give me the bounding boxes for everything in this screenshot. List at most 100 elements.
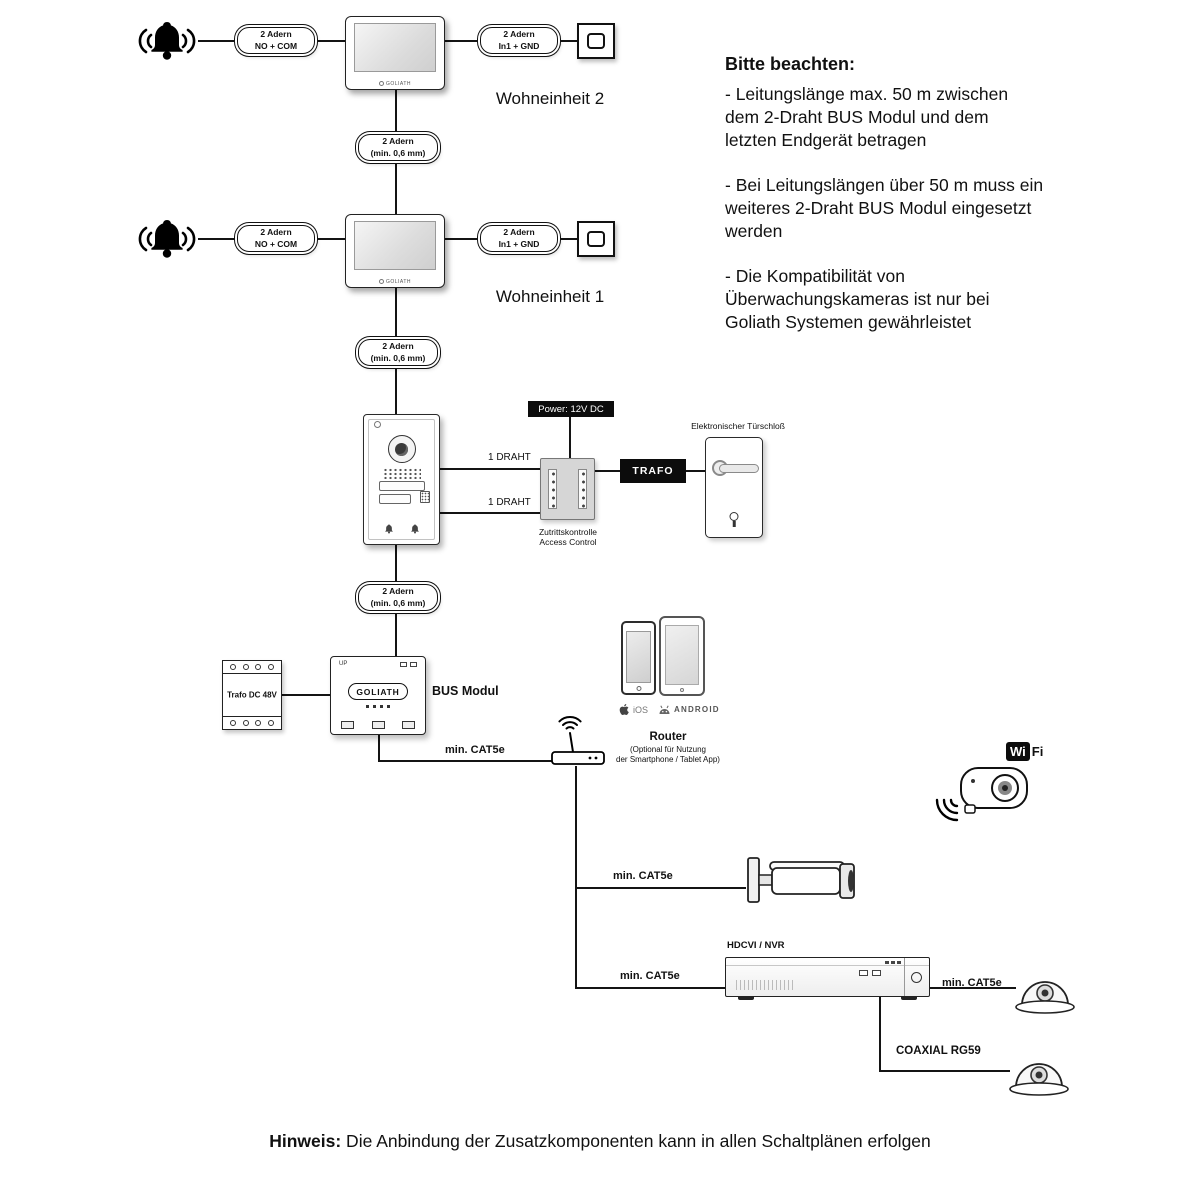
bell-icon	[384, 524, 393, 534]
bus-module: UP GOLIATH	[330, 656, 426, 735]
dip-switch-icon	[380, 705, 383, 708]
wire-label-no-com: 2 Adern NO + COM	[237, 27, 315, 54]
port-icon	[400, 661, 407, 667]
wire-label-cat5e: min. CAT5e	[942, 977, 1002, 989]
wire-segment	[395, 288, 397, 339]
access-control-module	[540, 458, 595, 520]
wire-segment	[378, 760, 552, 762]
connector-strip	[548, 469, 557, 509]
footer-note-text: Die Anbindung der Zusatzkomponenten kann…	[341, 1131, 931, 1151]
terminal-row	[223, 716, 281, 729]
wifi-camera-icon	[960, 767, 1028, 814]
door-station-frame	[368, 419, 435, 540]
notes-block: Bitte beachten: - Leitungslänge max. 50 …	[725, 54, 1125, 356]
doorbell-button-inner	[586, 32, 606, 50]
screw-terminal-icon	[268, 664, 275, 670]
doorbell-button-inner	[586, 230, 606, 248]
bell-icon	[138, 22, 196, 60]
nvr-vent-icon	[885, 961, 901, 964]
monitor-brand-text: GOLIATH	[385, 81, 412, 87]
footer-note: Hinweis: Die Anbindung der Zusatzkompone…	[0, 1131, 1200, 1152]
nvr-label: HDCVI / NVR	[727, 940, 785, 951]
bell-icon	[410, 524, 419, 534]
door-station-camera-icon	[387, 435, 416, 463]
dome-camera-icon	[1009, 1063, 1069, 1096]
wire-label-min06: 2 Adern (min. 0,6 mm)	[358, 584, 438, 611]
wire-label-1draht: 1 DRAHT	[488, 497, 531, 508]
wire-segment	[198, 238, 237, 240]
port-icon	[402, 721, 415, 729]
goliath-logo-icon	[378, 81, 384, 87]
goliath-logo-icon	[378, 279, 384, 285]
tablet-screen	[665, 625, 699, 685]
wire-segment	[439, 468, 540, 470]
wire-segment	[315, 238, 345, 240]
wifi-badge-fi: Fi	[1031, 744, 1044, 759]
wire-label-min06: 2 Adern (min. 0,6 mm)	[358, 339, 438, 366]
access-control-label: Zutrittskontrolle Access Control	[538, 527, 598, 548]
wire-segment	[395, 545, 397, 584]
wire-segment	[378, 735, 380, 761]
nvr-detail	[904, 958, 905, 996]
smartphone-icon	[621, 621, 656, 695]
psu-label: Trafo DC 48V	[227, 690, 277, 700]
wire-segment	[445, 40, 480, 42]
port-icon	[371, 721, 385, 729]
trafo-box: TRAFO	[620, 459, 686, 483]
wire-segment	[575, 887, 746, 889]
android-icon	[659, 705, 670, 714]
apple-icon	[619, 704, 629, 715]
phone-screen	[626, 631, 651, 683]
wire-segment	[930, 987, 1016, 989]
note-paragraph: - Die Kompatibilität von Überwachungskam…	[725, 266, 990, 332]
goliath-logo-icon	[374, 421, 381, 428]
dip-switch-icon	[387, 705, 390, 708]
bus-module-top: UP	[339, 661, 417, 667]
tablet-icon	[659, 616, 705, 696]
wire-segment	[558, 238, 577, 240]
screw-terminal-icon	[242, 720, 249, 726]
keyhole-slot	[732, 521, 736, 527]
monitor-screen	[354, 23, 436, 72]
indoor-monitor-unit1: GOLIATH	[345, 214, 445, 288]
door-lock-icon	[705, 437, 763, 538]
note-paragraph: - Bei Leitungslängen über 50 m muss ein …	[725, 175, 1044, 241]
wire-segment	[575, 987, 725, 989]
router-sublabel: (Optional für Nutzung der Smartphone / T…	[616, 745, 720, 764]
bus-bottom-ports	[341, 721, 415, 729]
wire-segment	[558, 40, 577, 42]
dip-switch-icon	[366, 705, 369, 708]
nvr-device	[725, 957, 930, 1000]
screw-terminal-icon	[268, 720, 275, 726]
wire-segment	[686, 470, 705, 472]
indoor-monitor-unit2: GOLIATH	[345, 16, 445, 90]
wire-segment	[879, 1070, 1010, 1072]
bullet-camera-icon	[747, 857, 855, 903]
android-label: ANDROID	[674, 705, 720, 714]
connector-strip	[578, 469, 587, 509]
nvr-vent-icon	[736, 980, 796, 990]
usb-ports-icon	[859, 970, 881, 976]
monitor-brand-text: GOLIATH	[385, 279, 412, 285]
router-icon	[551, 716, 605, 765]
camera-lens	[395, 442, 408, 456]
wire-segment	[879, 997, 881, 1071]
footer-note-bold: Hinweis:	[269, 1131, 342, 1151]
name-plate-button	[378, 481, 425, 491]
keypad-icon	[420, 491, 430, 503]
screw-terminal-icon	[229, 720, 236, 726]
wire-segment	[198, 40, 237, 42]
wire-segment	[445, 238, 480, 240]
wire-segment	[395, 366, 397, 414]
unit2-label: Wohneinheit 2	[495, 89, 605, 108]
power-label: Power: 12V DC	[528, 401, 614, 417]
wire-segment	[395, 161, 397, 214]
lock-lever	[719, 463, 759, 473]
speaker-grill-icon	[382, 468, 421, 479]
dome-camera-icon	[1015, 981, 1075, 1014]
bell-icon	[138, 220, 196, 258]
wire-segment	[575, 766, 577, 989]
doorbell-button-icon	[577, 221, 615, 257]
